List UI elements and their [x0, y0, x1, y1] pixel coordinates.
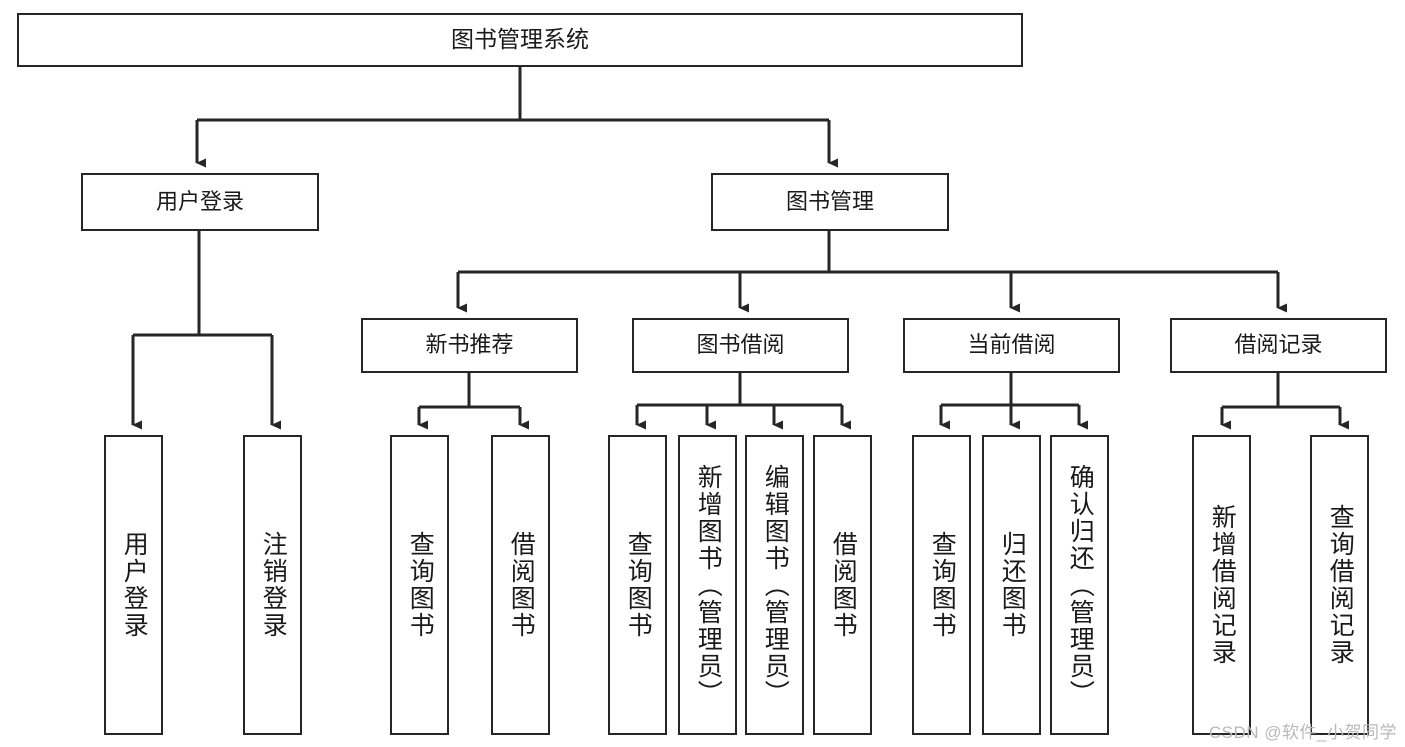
node-label: 借阅图书: [507, 531, 536, 639]
node-label: 图书管理系统: [451, 26, 589, 53]
node-borrow-record[interactable]: 借阅记录: [1170, 318, 1387, 373]
leaf-book-borrow-add[interactable]: 新增图书（管理员）: [678, 435, 737, 735]
node-label: 确认归还（管理员）: [1066, 463, 1095, 707]
node-label: 用户登录: [120, 531, 149, 639]
node-book-borrow[interactable]: 图书借阅: [632, 318, 849, 373]
node-label: 查询图书: [624, 531, 653, 639]
node-label: 当前借阅: [967, 332, 1056, 358]
leaf-user-login-login[interactable]: 用户登录: [104, 435, 163, 735]
node-label: 新增图书（管理员）: [694, 463, 723, 707]
node-label: 编辑图书（管理员）: [761, 463, 790, 707]
leaf-new-book-borrow[interactable]: 借阅图书: [491, 435, 550, 735]
node-label: 图书管理: [785, 188, 874, 214]
leaf-current-borrow-return[interactable]: 归还图书: [982, 435, 1041, 735]
node-label: 借阅记录: [1234, 332, 1323, 358]
leaf-book-borrow-borrow[interactable]: 借阅图书: [813, 435, 872, 735]
node-label: 借阅图书: [829, 531, 858, 639]
leaf-new-book-query[interactable]: 查询图书: [390, 435, 449, 735]
csdn-watermark: CSDN @软件_小贺同学: [1208, 723, 1397, 742]
leaf-current-borrow-confirm-return[interactable]: 确认归还（管理员）: [1050, 435, 1109, 735]
leaf-book-borrow-query[interactable]: 查询图书: [608, 435, 667, 735]
node-label: 新增借阅记录: [1208, 504, 1237, 666]
node-label: 查询图书: [928, 531, 957, 639]
leaf-borrow-record-query[interactable]: 查询借阅记录: [1310, 435, 1369, 735]
node-label: 用户登录: [155, 188, 244, 214]
leaf-current-borrow-query[interactable]: 查询图书: [912, 435, 971, 735]
leaf-user-login-logout[interactable]: 注销登录: [243, 435, 302, 735]
leaf-borrow-record-add[interactable]: 新增借阅记录: [1192, 435, 1251, 735]
node-user-login[interactable]: 用户登录: [81, 173, 319, 231]
node-label: 图书借阅: [696, 332, 785, 358]
node-label: 归还图书: [998, 531, 1027, 639]
leaf-book-borrow-edit[interactable]: 编辑图书（管理员）: [745, 435, 804, 735]
node-label: 新书推荐: [425, 332, 514, 358]
node-book-management[interactable]: 图书管理: [711, 173, 949, 231]
node-current-borrow[interactable]: 当前借阅: [903, 318, 1120, 373]
node-label: 查询图书: [406, 531, 435, 639]
node-new-book-recommend[interactable]: 新书推荐: [361, 318, 578, 373]
node-root-library-system[interactable]: 图书管理系统: [17, 13, 1023, 67]
node-label: 查询借阅记录: [1326, 504, 1355, 666]
node-label: 注销登录: [259, 531, 288, 639]
